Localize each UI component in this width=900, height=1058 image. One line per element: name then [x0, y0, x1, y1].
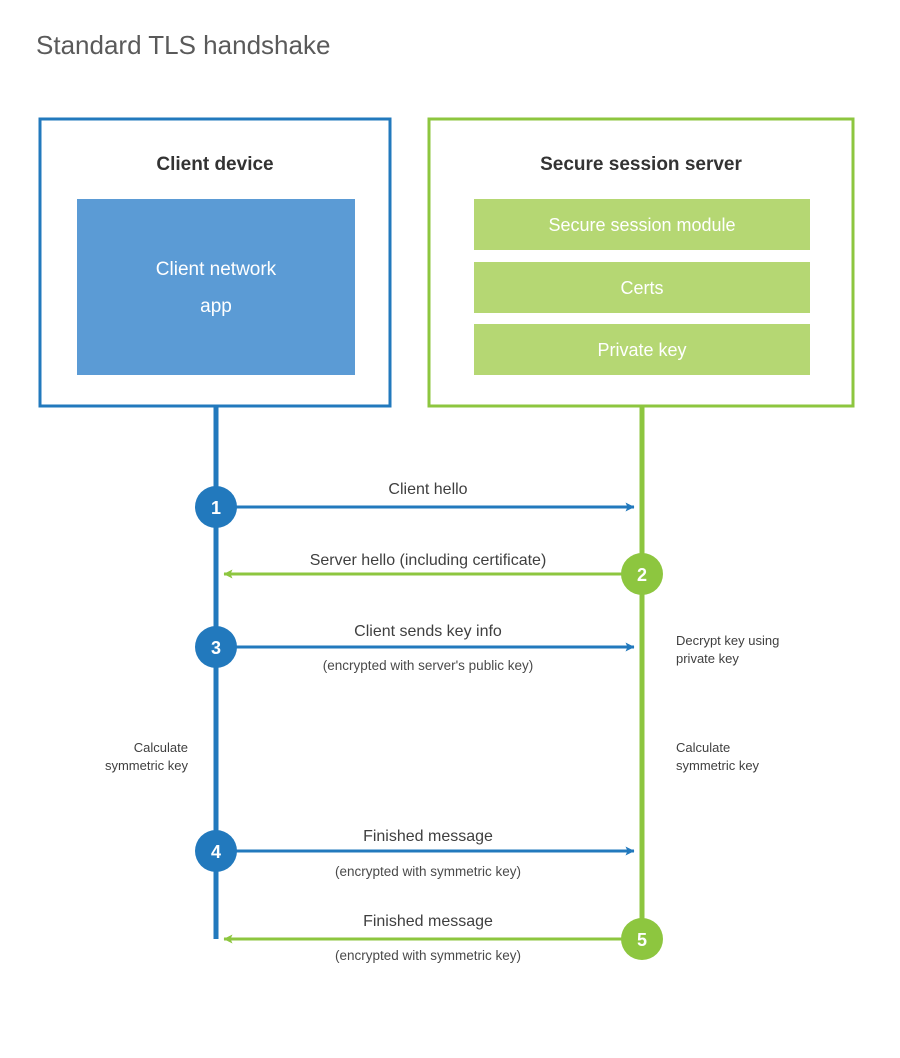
step-3-label: Client sends key info: [354, 623, 502, 640]
step-2-label: Server hello (including certificate): [310, 552, 547, 569]
server-item-label-2: Private key: [597, 340, 686, 360]
client-network-app-box: [77, 199, 355, 375]
server-item-box-0: [474, 199, 810, 250]
server-calculate-annotation: Calculate symmetric key: [676, 740, 760, 773]
step-4-label: Finished message: [363, 828, 493, 845]
step-5-marker: [621, 918, 663, 960]
step-2-group: Server hello (including certificate) 2: [223, 552, 663, 595]
step-2-number: 2: [637, 565, 647, 585]
step-3-sublabel: (encrypted with server's public key): [323, 658, 533, 673]
step-3-group: Client sends key info (encrypted with se…: [195, 623, 635, 673]
client-network-app-label-line2: app: [200, 296, 232, 317]
step-5-group: Finished message (encrypted with symmetr…: [223, 913, 663, 963]
server-decrypt-line2: private key: [676, 651, 739, 666]
client-calc-line1: Calculate: [134, 740, 188, 755]
client-calc-line2: symmetric key: [105, 758, 189, 773]
step-1-number: 1: [211, 498, 221, 518]
step-5-sublabel: (encrypted with symmetric key): [335, 948, 521, 963]
client-device-title: Client device: [156, 154, 273, 175]
step-1-group: Client hello 1: [195, 481, 635, 528]
page-title: Standard TLS handshake: [36, 30, 330, 60]
server-item-box-2: [474, 324, 810, 375]
client-network-app-label-line1: Client network: [156, 259, 277, 280]
step-4-marker: [195, 830, 237, 872]
step-5-number: 5: [637, 930, 647, 950]
server-decrypt-line1: Decrypt key using: [676, 633, 779, 648]
step-3-marker: [195, 626, 237, 668]
step-4-number: 4: [211, 842, 221, 862]
server-calc-line1: Calculate: [676, 740, 730, 755]
server-item-label-0: Secure session module: [548, 215, 735, 235]
server-decrypt-annotation: Decrypt key using private key: [676, 633, 779, 666]
step-5-label: Finished message: [363, 913, 493, 930]
step-1-label: Client hello: [388, 481, 467, 498]
step-4-group: Finished message (encrypted with symmetr…: [195, 828, 635, 879]
secure-session-server-node: Secure session server Secure session mod…: [427, 117, 855, 408]
server-calc-line2: symmetric key: [676, 758, 760, 773]
server-title: Secure session server: [540, 154, 742, 175]
client-device-node: Client device Client network app: [38, 117, 392, 408]
server-item-label-1: Certs: [620, 278, 663, 298]
client-calculate-annotation: Calculate symmetric key: [105, 740, 189, 773]
step-1-marker: [195, 486, 237, 528]
server-item-box-1: [474, 262, 810, 313]
step-4-sublabel: (encrypted with symmetric key): [335, 864, 521, 879]
step-2-marker: [621, 553, 663, 595]
step-3-number: 3: [211, 638, 221, 658]
